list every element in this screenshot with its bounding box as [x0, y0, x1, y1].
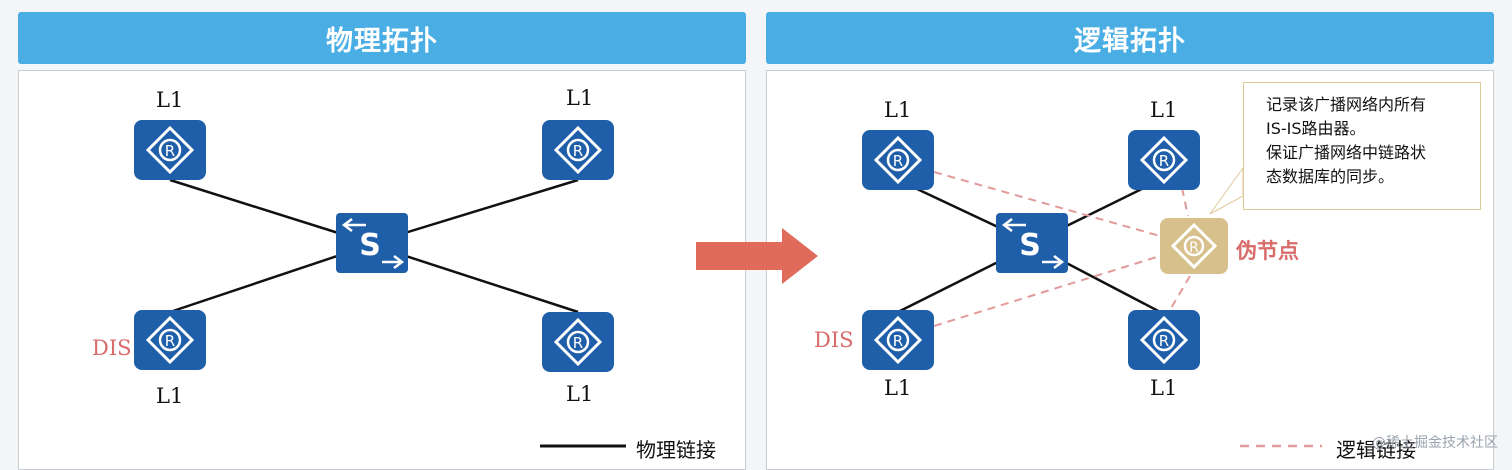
pseudonode-callout: 记录该广播网络内所有 IS-IS路由器。 保证广播网络中链路状 态数据库的同步。	[1243, 82, 1481, 210]
router-icon	[540, 118, 616, 182]
transition-arrow-icon	[696, 228, 818, 284]
physical-topology-header: 物理拓扑	[18, 12, 746, 64]
router-icon	[132, 308, 208, 372]
switch-icon	[334, 211, 410, 275]
router-icon	[1126, 128, 1202, 192]
router-label: L1	[884, 376, 912, 400]
callout-pointer	[1209, 166, 1244, 215]
svg-text:R: R	[1189, 240, 1199, 256]
router-label: L1	[566, 86, 594, 110]
switch-icon	[994, 211, 1070, 275]
watermark: @稀土掘金技术社区	[1372, 435, 1498, 451]
logical-topology-header: 逻辑拓扑	[766, 12, 1494, 64]
router-icon	[860, 128, 936, 192]
router-label: L1	[156, 88, 184, 112]
legend-logical-label: 逻辑链接	[1336, 438, 1416, 462]
callout-line: 态数据库的同步。	[1266, 167, 1395, 186]
router-icon	[132, 118, 208, 182]
callout-line: 记录该广播网络内所有	[1266, 95, 1427, 114]
router-icon	[540, 310, 616, 374]
legend-physical-label: 物理链接	[636, 438, 716, 462]
callout-line: 保证广播网络中链路状	[1266, 143, 1427, 162]
router-label: L1	[1150, 376, 1178, 400]
router-label: L1	[1150, 98, 1178, 122]
router-icon	[1126, 308, 1202, 372]
pseudonode-icon: R	[1160, 218, 1228, 274]
callout-line: IS-IS路由器。	[1266, 119, 1366, 138]
dis-label: DIS	[814, 328, 854, 352]
logical-links	[933, 171, 1191, 327]
router-label: L1	[566, 382, 594, 406]
router-icon	[860, 308, 936, 372]
router-label: L1	[884, 98, 912, 122]
dis-label: DIS	[92, 336, 132, 360]
pseudonode-label: 伪节点	[1236, 239, 1299, 263]
router-label: L1	[156, 384, 184, 408]
